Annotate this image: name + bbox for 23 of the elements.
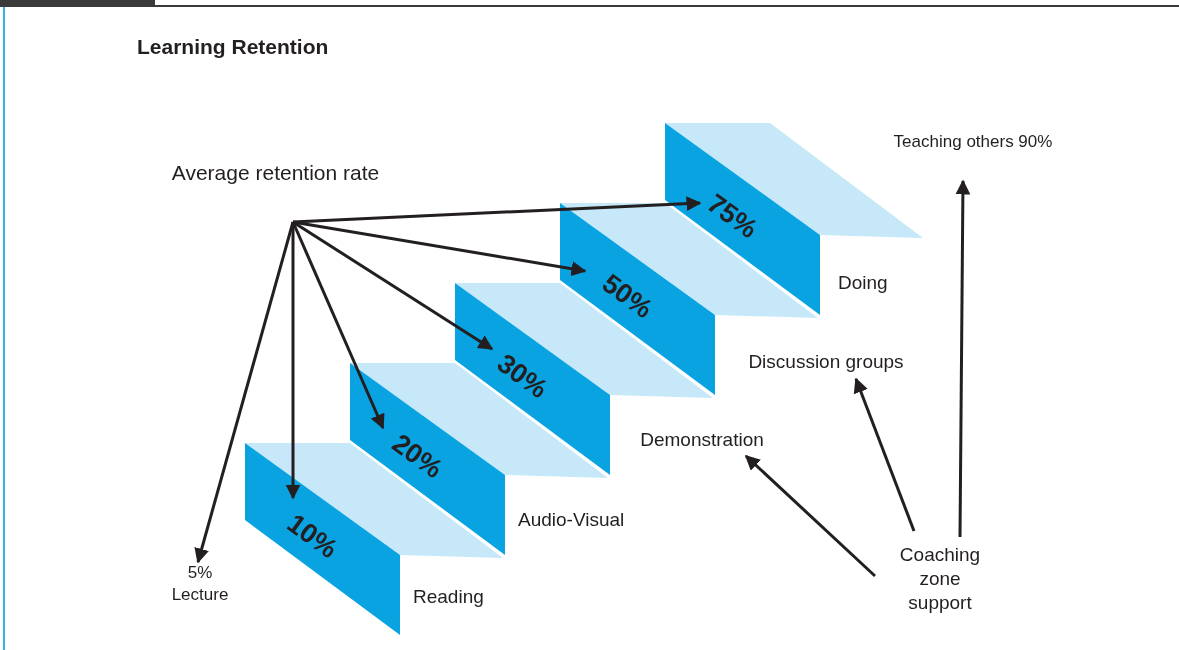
step-label: Reading: [413, 585, 484, 609]
arrow: [853, 377, 916, 532]
step-label: Audio-Visual: [518, 508, 625, 532]
arrow: [955, 179, 971, 537]
arrow: [285, 222, 301, 500]
arrow: [292, 196, 702, 224]
text-label: Coaching zone support: [887, 543, 993, 615]
arrow: [744, 454, 876, 578]
percentage-label: 75%: [702, 189, 762, 244]
text-label: 5% Lecture: [165, 562, 235, 608]
text-label: Teaching others 90%: [878, 131, 1068, 179]
arrow: [291, 221, 385, 430]
title: Learning Retention: [137, 34, 329, 60]
arrow: [194, 221, 295, 564]
percentage-label: 30%: [492, 349, 552, 404]
percentage-label: 10%: [282, 509, 342, 564]
text-label: Demonstration: [624, 428, 780, 454]
step-label: Doing: [838, 271, 888, 295]
text-label: Discussion groups: [730, 350, 922, 376]
arrow: [292, 220, 587, 277]
percentage-label: 20%: [387, 429, 447, 484]
percentage-label: 50%: [597, 269, 657, 324]
text-label: Average retention rate: [168, 160, 383, 216]
